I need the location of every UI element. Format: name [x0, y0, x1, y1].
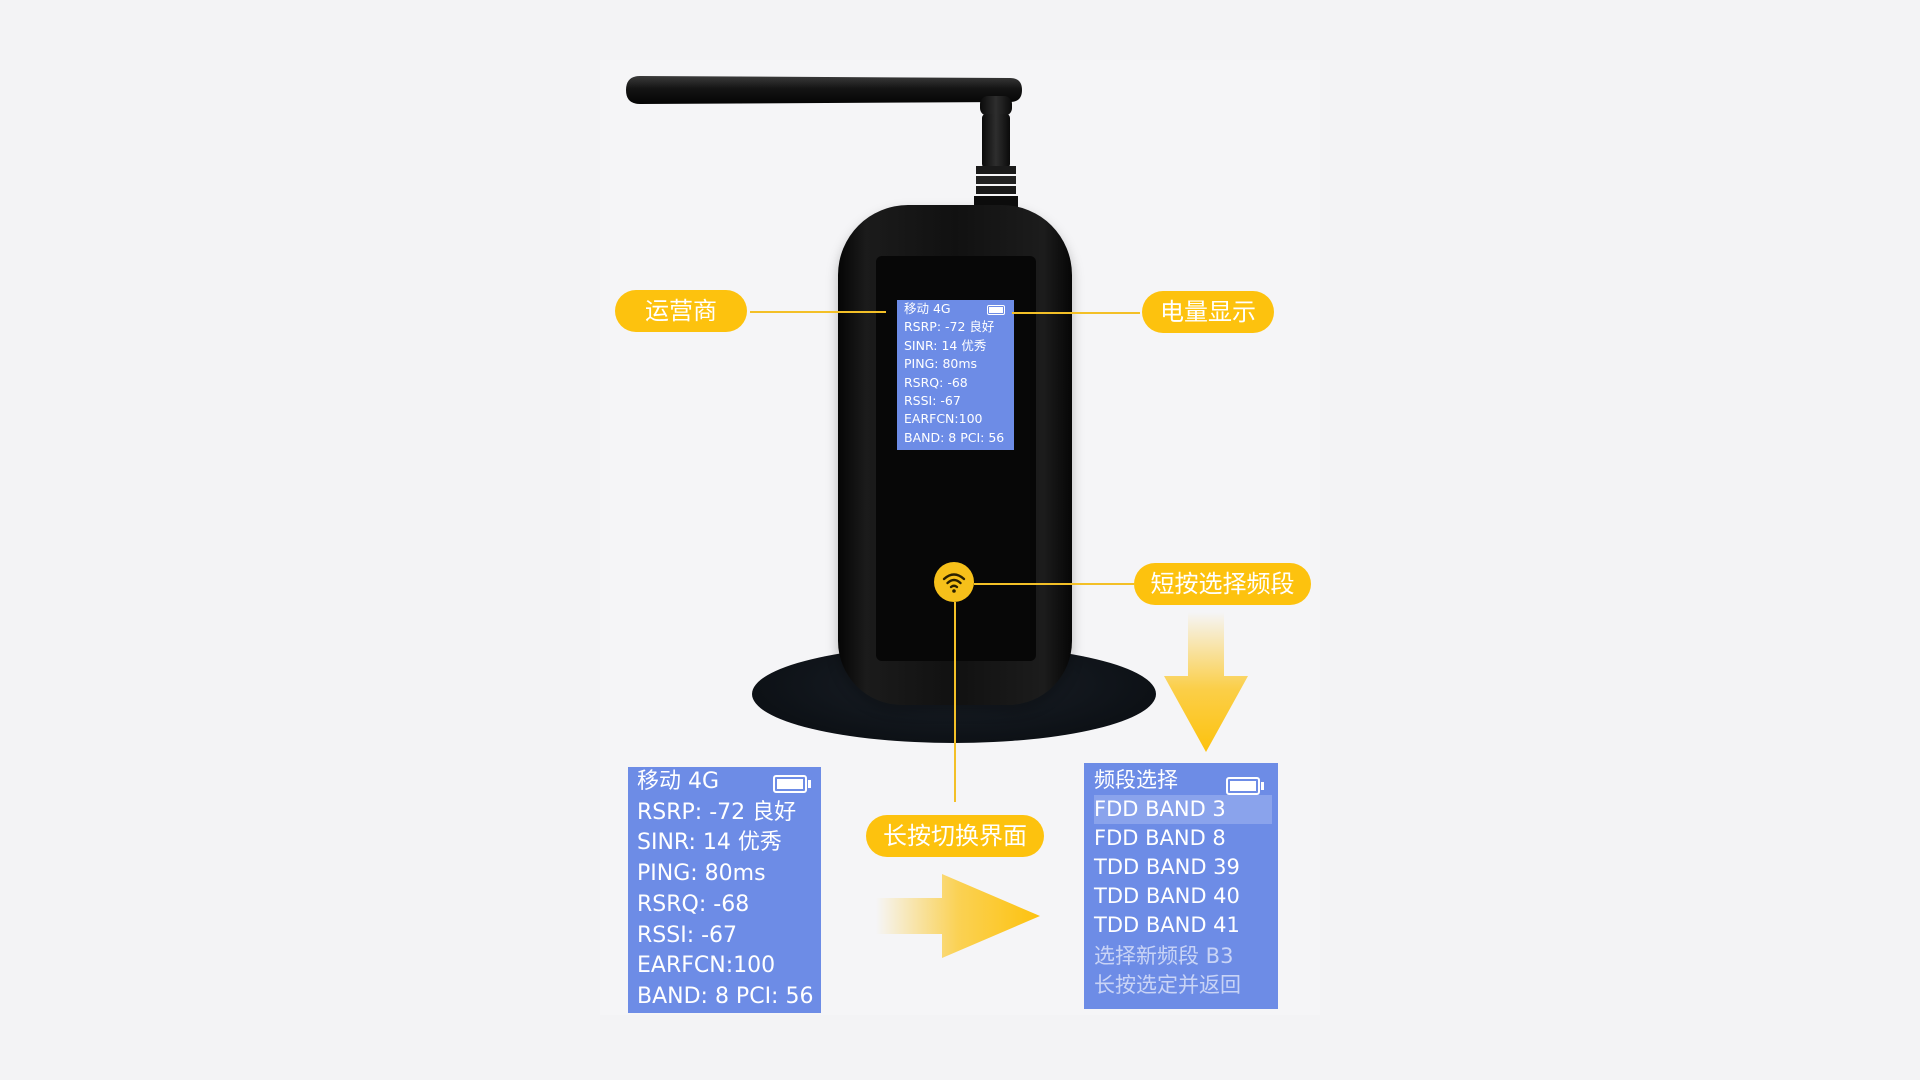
band-option[interactable]: TDD BAND 41	[1094, 913, 1240, 937]
signal-line: RSSI: -67	[637, 922, 738, 948]
display-line: BAND: 8 PCI: 56	[904, 429, 1005, 445]
display-line: 移动 4G	[904, 301, 951, 316]
display-line: RSSI: -67	[904, 393, 961, 409]
carrier-leader-line	[750, 311, 886, 313]
band-select-screen: 频段选择 FDD BAND 3 FDD BAND 8 TDD BAND 39 T…	[1084, 763, 1278, 1009]
display-line: EARFCN:100	[904, 411, 983, 427]
band-option[interactable]: FDD BAND 3	[1094, 795, 1272, 824]
arrow-down-icon	[1164, 612, 1248, 752]
display-line: PING: 80ms	[904, 356, 978, 372]
arrow-right-icon	[876, 874, 1040, 958]
display-line: SINR: 14 优秀	[904, 337, 987, 353]
band-screen-title: 频段选择	[1094, 768, 1178, 792]
device-button[interactable]	[934, 562, 974, 602]
display-line: RSRP: -72 良好	[904, 319, 995, 335]
signal-line: RSRQ: -68	[637, 891, 750, 917]
device-display: 移动 4G RSRP: -72 良好 SINR: 14 优秀 PING: 80m…	[897, 300, 1014, 450]
signal-line: EARFCN:100	[637, 953, 776, 979]
carrier-callout: 运营商	[615, 290, 747, 332]
battery-full-icon	[1226, 777, 1264, 795]
long-press-leader-line	[954, 602, 956, 802]
band-option[interactable]: TDD BAND 40	[1094, 884, 1240, 908]
battery-display-callout: 电量显示	[1142, 291, 1274, 333]
signal-line: RSRP: -72 良好	[637, 799, 797, 825]
antenna	[626, 76, 1022, 104]
signal-line: SINR: 14 优秀	[637, 830, 782, 856]
battery-full-icon	[773, 775, 811, 793]
wifi-icon	[942, 573, 966, 593]
band-option[interactable]: FDD BAND 8	[1094, 826, 1226, 850]
signal-line: PING: 80ms	[637, 861, 766, 887]
battery-full-icon	[987, 305, 1005, 315]
signal-line: 移动 4G	[637, 769, 720, 794]
band-hint: 选择新频段 B3	[1094, 944, 1234, 968]
band-hint: 长按选定并返回	[1094, 973, 1241, 997]
display-line: RSRQ: -68	[904, 374, 968, 390]
signal-info-screen: 移动 4G RSRP: -72 良好 SINR: 14 优秀 PING: 80m…	[628, 767, 821, 1013]
band-option[interactable]: TDD BAND 39	[1094, 855, 1240, 879]
short-press-leader-line	[974, 583, 1134, 585]
antenna-connector	[974, 96, 1018, 208]
battery-leader-line	[1012, 312, 1140, 314]
signal-line: BAND: 8 PCI: 56	[637, 983, 814, 1009]
short-press-callout: 短按选择频段	[1134, 563, 1311, 605]
long-press-callout: 长按切换界面	[866, 815, 1044, 857]
